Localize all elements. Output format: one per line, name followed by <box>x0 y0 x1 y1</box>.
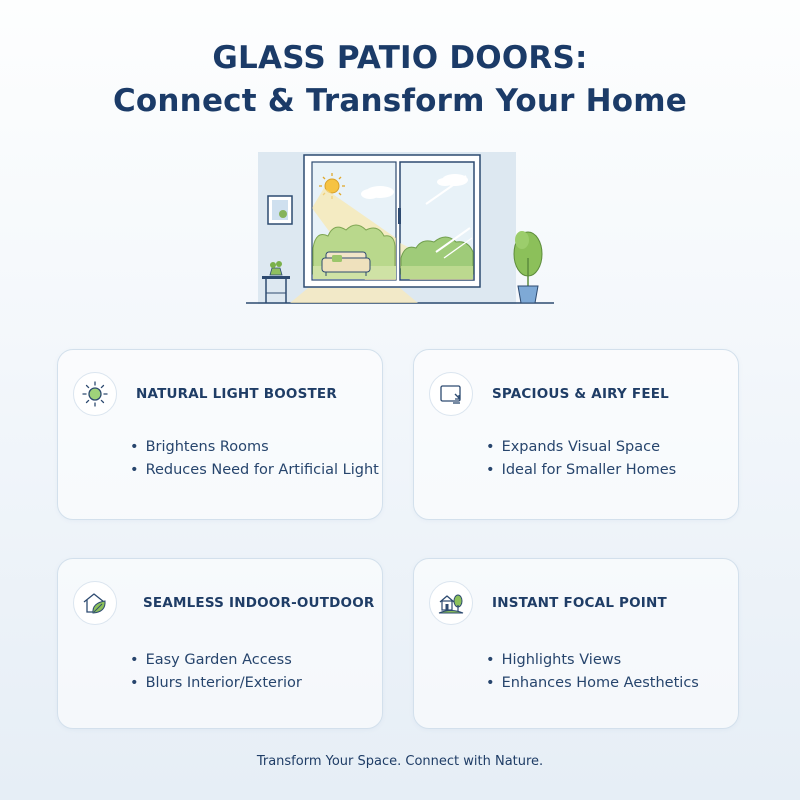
bullet-item: Ideal for Smaller Homes <box>486 459 677 482</box>
card-bullets: Easy Garden Access Blurs Interior/Exteri… <box>130 649 302 695</box>
page-title-line2: Connect & Transform Your Home <box>112 83 688 119</box>
bullet-item: Blurs Interior/Exterior <box>130 672 302 695</box>
house-leaf-icon <box>73 581 117 625</box>
feature-card-indoor-outdoor: SEAMLESS INDOOR-OUTDOOR Easy Garden Acce… <box>57 558 383 729</box>
card-bullets: Expands Visual Space Ideal for Smaller H… <box>486 436 677 482</box>
patio-door-illustration <box>246 152 554 304</box>
card-bullets: Brightens Rooms Reduces Need for Artific… <box>130 436 379 482</box>
expand-screen-icon <box>429 372 473 416</box>
feature-card-spacious: SPACIOUS & AIRY FEEL Expands Visual Spac… <box>413 349 739 520</box>
bullet-item: Highlights Views <box>486 649 699 672</box>
bullet-item: Enhances Home Aesthetics <box>486 672 699 695</box>
feature-card-focal-point: INSTANT FOCAL POINT Highlights Views Enh… <box>413 558 739 729</box>
page-title-line1: GLASS PATIO DOORS: <box>212 40 588 76</box>
bullet-item: Expands Visual Space <box>486 436 676 459</box>
sun-icon <box>73 372 117 416</box>
bullet-item: Easy Garden Access <box>130 649 302 672</box>
card-heading: INSTANT FOCAL POINT <box>492 595 667 611</box>
bullet-item: Reduces Need for Artificial Light <box>130 459 379 482</box>
card-heading: SEAMLESS INDOOR-OUTDOOR <box>143 595 375 611</box>
feature-card-natural-light: NATURAL LIGHT BOOSTER Brightens Rooms Re… <box>57 349 383 520</box>
potted-tree-illustration <box>513 231 543 304</box>
house-tree-icon <box>429 581 473 625</box>
bullet-item: Brightens Rooms <box>130 436 379 459</box>
sofa-illustration <box>321 251 371 276</box>
card-bullets: Highlights Views Enhances Home Aesthetic… <box>486 649 699 695</box>
footer-tagline: Transform Your Space. Connect with Natur… <box>256 754 544 769</box>
card-heading: SPACIOUS & AIRY FEEL <box>492 386 669 402</box>
card-heading: NATURAL LIGHT BOOSTER <box>136 386 337 402</box>
